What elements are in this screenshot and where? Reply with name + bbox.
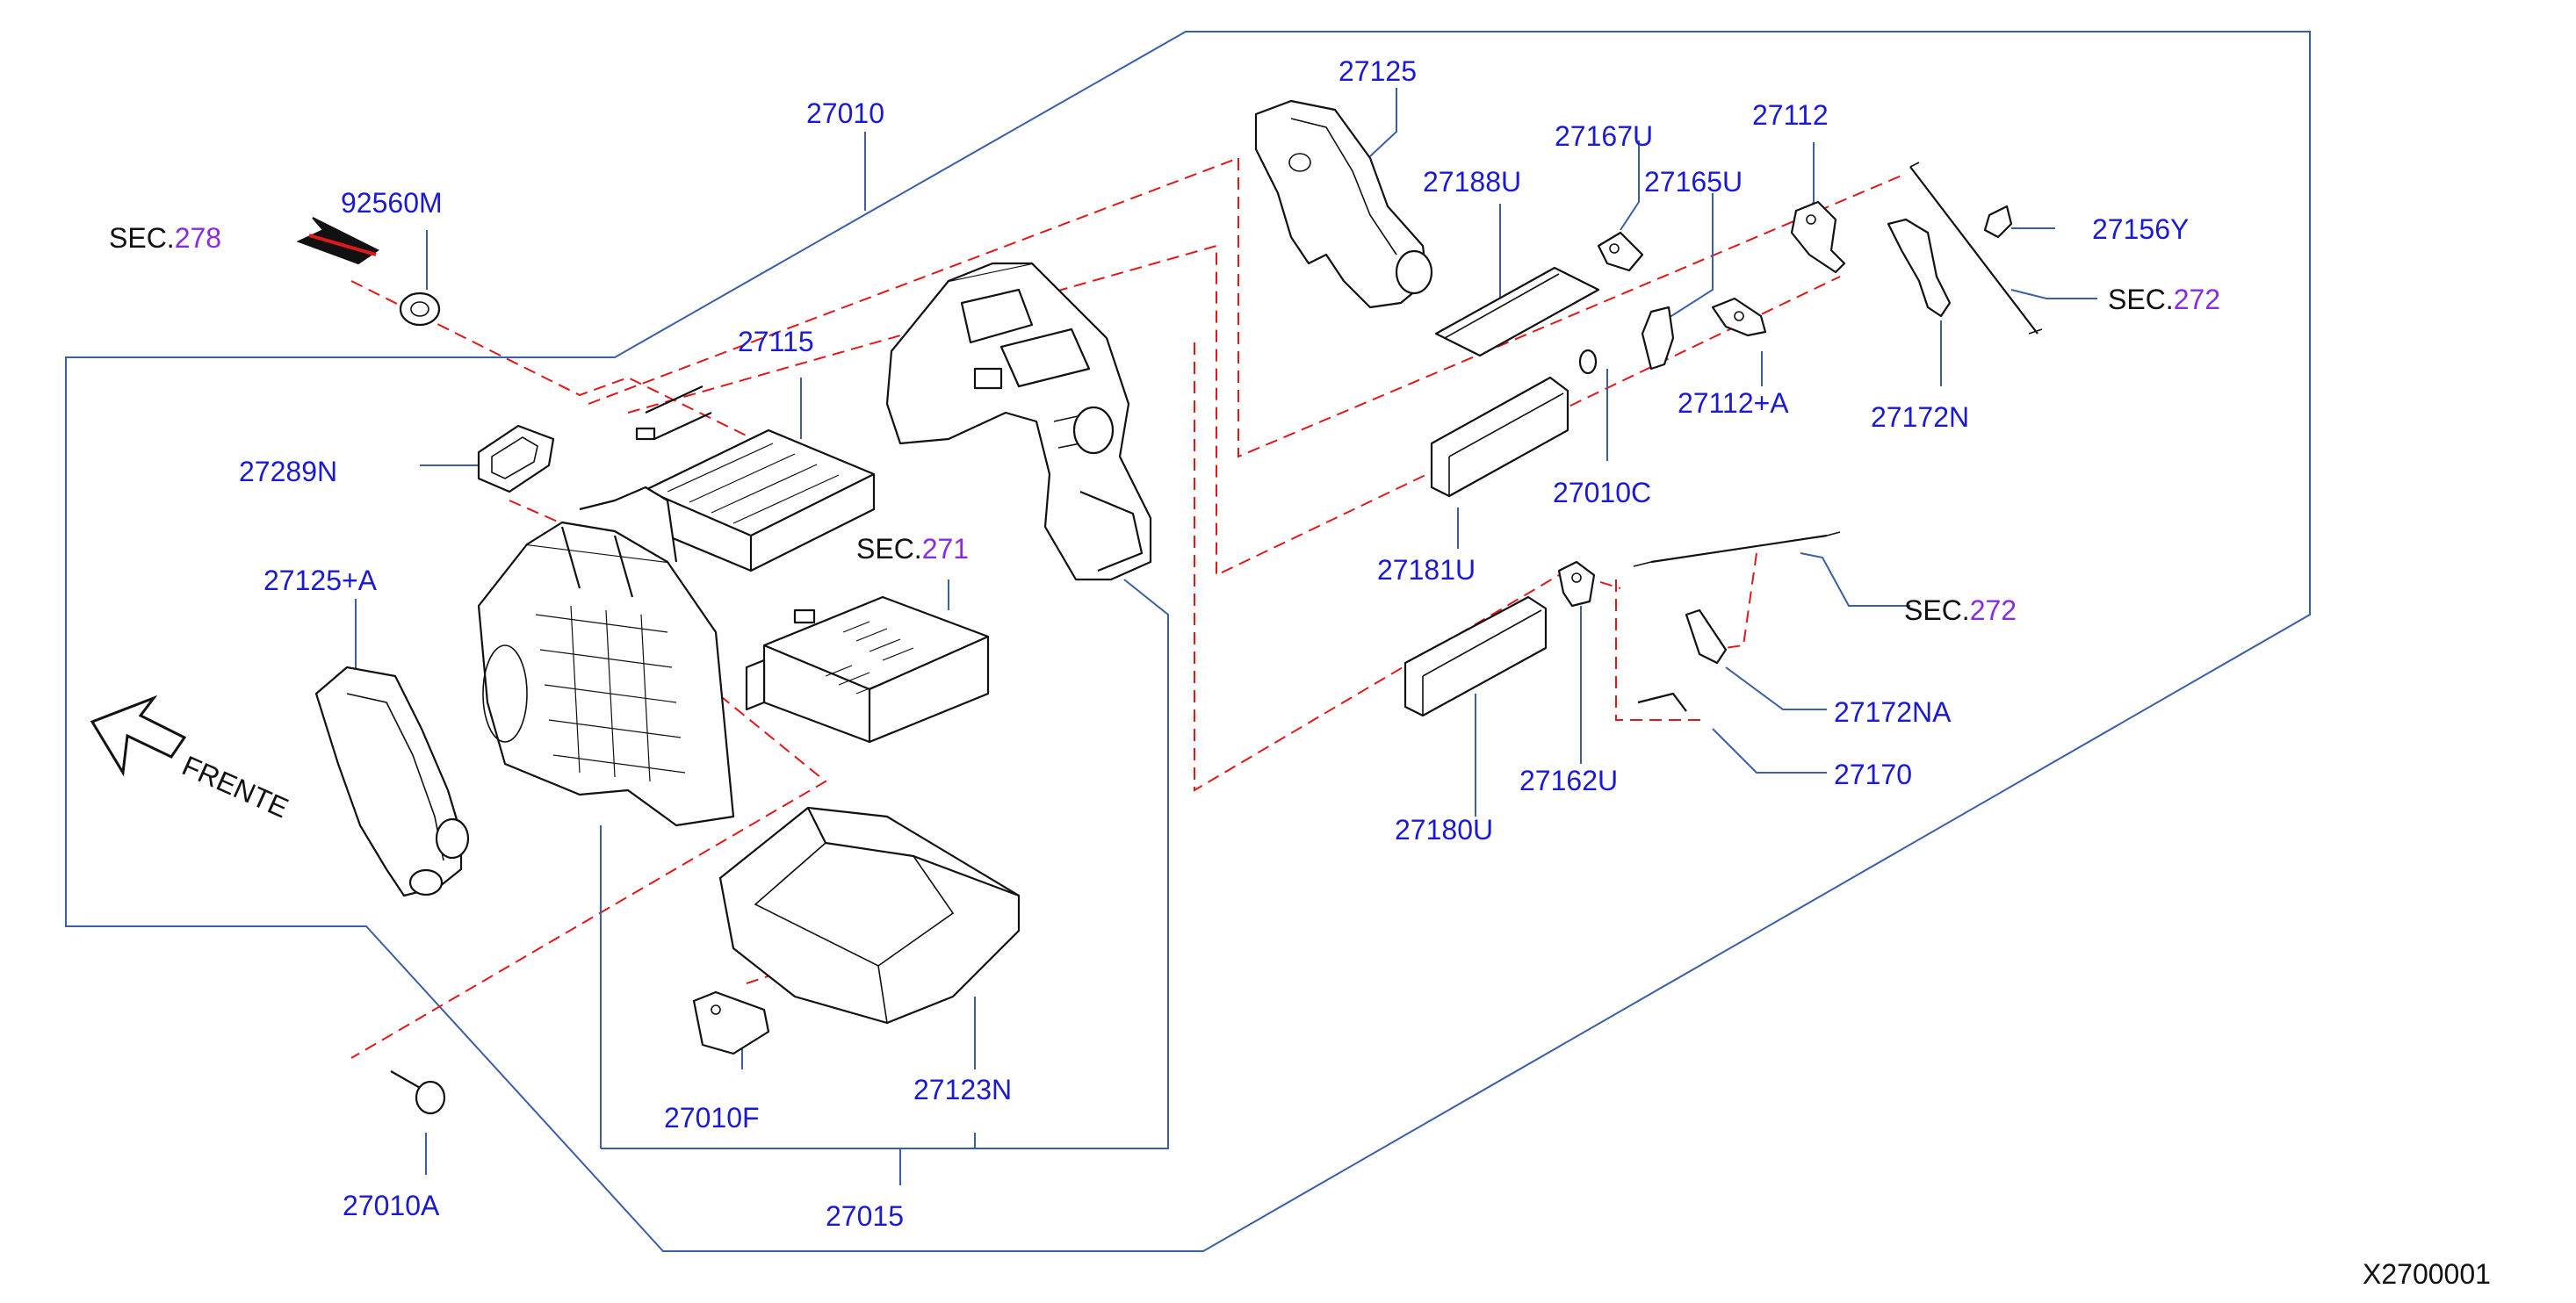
part-number-labels: 27010 92560M 27115 27289N 27125+A 27125 … bbox=[239, 55, 2189, 1232]
sec-272-lower-label: SEC.272 bbox=[1904, 594, 2017, 626]
front-direction-arrow-icon bbox=[90, 695, 187, 777]
label-27289N: 27289N bbox=[239, 456, 337, 487]
mode-door-middle-part bbox=[1430, 376, 1569, 498]
lever-27112-part bbox=[1790, 200, 1846, 274]
sec-272-upper-label: SEC.272 bbox=[2108, 284, 2220, 315]
label-27170: 27170 bbox=[1834, 759, 1912, 790]
label-27172NA: 27172NA bbox=[1834, 696, 1952, 728]
link-27165u-part bbox=[1641, 306, 1675, 371]
label-27172N: 27172N bbox=[1871, 401, 1969, 433]
grommet-part bbox=[399, 292, 441, 327]
evaporator-block-part bbox=[745, 595, 990, 744]
lever-27112a-part bbox=[1711, 297, 1767, 337]
label-27115: 27115 bbox=[738, 326, 814, 357]
center-housing-part bbox=[885, 262, 1152, 581]
label-27125: 27125 bbox=[1339, 55, 1417, 87]
label-27112: 27112 bbox=[1752, 99, 1829, 131]
lever-27167u-part bbox=[1597, 231, 1644, 272]
label-27165U: 27165U bbox=[1644, 166, 1743, 198]
label-27010F: 27010F bbox=[664, 1102, 760, 1134]
assembly-outline bbox=[65, 31, 2311, 1252]
leader-lines bbox=[355, 88, 2097, 1185]
control-cable-upper-part bbox=[1909, 162, 2043, 335]
seal-ring-part bbox=[477, 424, 555, 493]
rod-27170-part bbox=[1637, 692, 1687, 712]
label-27156Y: 27156Y bbox=[2092, 213, 2189, 245]
front-direction-label: FRENTE bbox=[177, 750, 293, 824]
label-27188U: 27188U bbox=[1423, 166, 1521, 198]
sec-278-label: SEC.278 bbox=[109, 222, 221, 254]
label-27162U: 27162U bbox=[1519, 765, 1618, 796]
label-92560M: 92560M bbox=[341, 187, 443, 219]
mode-door-lower-part bbox=[1403, 595, 1548, 717]
upper-duct-right-part bbox=[1254, 99, 1433, 309]
section-reference-labels: SEC.278 SEC.271 SEC.272 SEC.272 bbox=[109, 222, 2220, 626]
bracket-27010f-part bbox=[692, 990, 770, 1055]
label-27112A: 27112+A bbox=[1678, 387, 1789, 419]
label-27015: 27015 bbox=[826, 1200, 904, 1232]
label-27167U: 27167U bbox=[1555, 120, 1653, 152]
lever-27162u-part bbox=[1557, 560, 1596, 608]
side-duct-left-part bbox=[314, 666, 470, 897]
bracket-27172n-part bbox=[1887, 218, 1952, 318]
mode-door-upper-part bbox=[1434, 266, 1600, 357]
bracket-27156y-part bbox=[1983, 205, 2013, 239]
sec-271-label: SEC.271 bbox=[856, 533, 969, 565]
label-27010A: 27010A bbox=[343, 1190, 440, 1221]
clip-washer-part bbox=[1578, 349, 1598, 375]
heater-case-left-part bbox=[477, 486, 735, 827]
label-27010C: 27010C bbox=[1553, 477, 1651, 508]
label-27180U: 27180U bbox=[1395, 814, 1493, 846]
heater-case-lower-part bbox=[718, 806, 1021, 1025]
sec278-arrow-icon bbox=[296, 217, 379, 265]
control-cable-lower-part bbox=[1633, 531, 1841, 567]
bracket-27172na-part bbox=[1685, 608, 1728, 665]
label-27181U: 27181U bbox=[1377, 554, 1476, 586]
diagram-reference-code: X2700001 bbox=[2363, 1258, 2491, 1290]
label-27125A: 27125+A bbox=[263, 565, 378, 596]
label-27010: 27010 bbox=[806, 97, 884, 129]
screw-27010a-part bbox=[390, 1070, 446, 1115]
label-27123N: 27123N bbox=[913, 1074, 1012, 1105]
